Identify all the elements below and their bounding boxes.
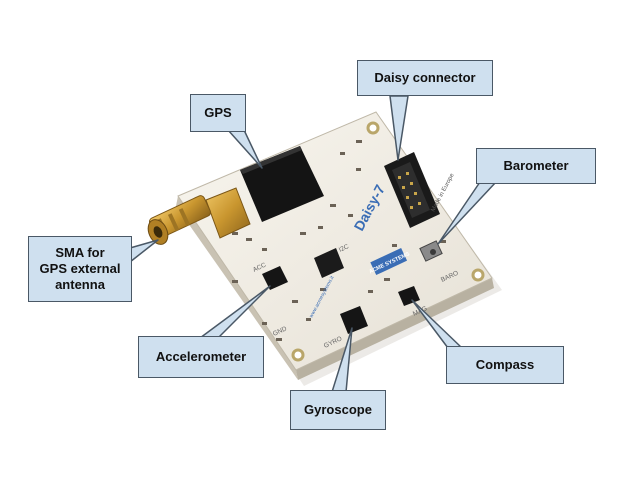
callout-pointers: [129, 95, 497, 393]
label-compass: Compass: [446, 346, 564, 384]
gps-pointer: [227, 129, 263, 169]
made-in-text: Made in Europe: [430, 172, 455, 213]
sma-connector: [147, 187, 251, 245]
mounting-holes: [191, 121, 485, 362]
label-gyroscope: Gyroscope: [290, 390, 386, 430]
compass-chip: [398, 286, 420, 306]
label-accelerometer: Accelerometer: [138, 336, 264, 378]
sma-pointer: [129, 239, 159, 263]
accelerometer-chip: [262, 266, 288, 290]
daisy-header: [384, 152, 440, 228]
label-gps: GPS: [190, 94, 246, 132]
gyroscope-chip: [340, 306, 368, 334]
label-daisy-connector: Daisy connector: [357, 60, 493, 96]
label-sma: SMA for GPS external antenna: [28, 236, 132, 302]
i2c-chip: [314, 248, 344, 278]
i2c-silk: I2C: [338, 243, 350, 254]
label-barometer: Barometer: [476, 148, 596, 184]
daisy-pointer: [389, 95, 409, 161]
pcb-edge: [176, 196, 298, 380]
smd-components: [232, 140, 446, 341]
